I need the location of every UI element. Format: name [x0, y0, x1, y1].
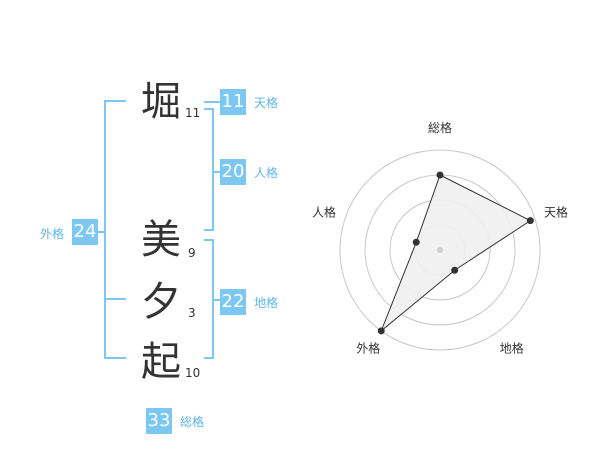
radar-series-polygon — [380, 174, 532, 332]
gaikaku-value: 24 — [72, 219, 98, 245]
radar-center-dot — [437, 247, 443, 253]
chikaku-connector — [212, 299, 220, 301]
name-char-4: 起 — [141, 339, 181, 385]
radar-axis-label-0: 総格 — [428, 120, 452, 135]
soukaku-value: 33 — [146, 408, 172, 434]
gaikaku-bracket-mid — [104, 298, 126, 300]
radar-axis-label-1: 天格 — [544, 204, 568, 219]
gaikaku-bracket-bottom — [104, 357, 126, 359]
gaikaku-label: 外格 — [40, 227, 65, 241]
stroke-count-3: 3 — [188, 306, 196, 320]
jinkaku-value: 20 — [220, 159, 246, 185]
radar-point-0 — [436, 171, 444, 179]
gaikaku-connector — [98, 231, 106, 233]
stroke-count-2: 9 — [188, 246, 196, 260]
stroke-count-4: 10 — [185, 366, 201, 380]
stroke-count-1: 11 — [185, 106, 201, 120]
tenkaku-connector — [204, 101, 220, 103]
radar-axis-label-4: 人格 — [312, 204, 336, 219]
radar-point-2 — [451, 266, 459, 274]
chikaku-value: 22 — [220, 289, 246, 315]
radar-point-4 — [412, 238, 420, 246]
radar-axis-label-2: 地格 — [500, 341, 524, 356]
radar-point-1 — [526, 217, 534, 225]
soukaku-label: 総格 — [180, 415, 205, 429]
radar-point-3 — [377, 327, 385, 335]
jinkaku-bracket-top — [204, 108, 214, 110]
gaikaku-bracket-top — [104, 100, 126, 102]
radar-axis-label-3: 外格 — [356, 341, 380, 356]
tenkaku-value: 11 — [220, 89, 246, 115]
chikaku-label: 地格 — [254, 296, 279, 310]
chikaku-bracket-top — [204, 239, 214, 241]
jinkaku-label: 人格 — [254, 166, 279, 180]
jinkaku-bracket-vertical — [212, 108, 214, 231]
jinkaku-bracket-bottom — [204, 229, 214, 231]
tenkaku-label: 天格 — [254, 96, 279, 110]
name-char-1: 堀 — [141, 79, 181, 125]
jinkaku-connector — [212, 171, 220, 173]
chikaku-bracket-bottom — [204, 357, 214, 359]
radar-grid-ring-4 — [339, 149, 541, 351]
name-char-3: 夕 — [141, 279, 181, 325]
name-char-2: 美 — [141, 217, 181, 263]
gaikaku-bracket-vertical — [104, 100, 106, 359]
